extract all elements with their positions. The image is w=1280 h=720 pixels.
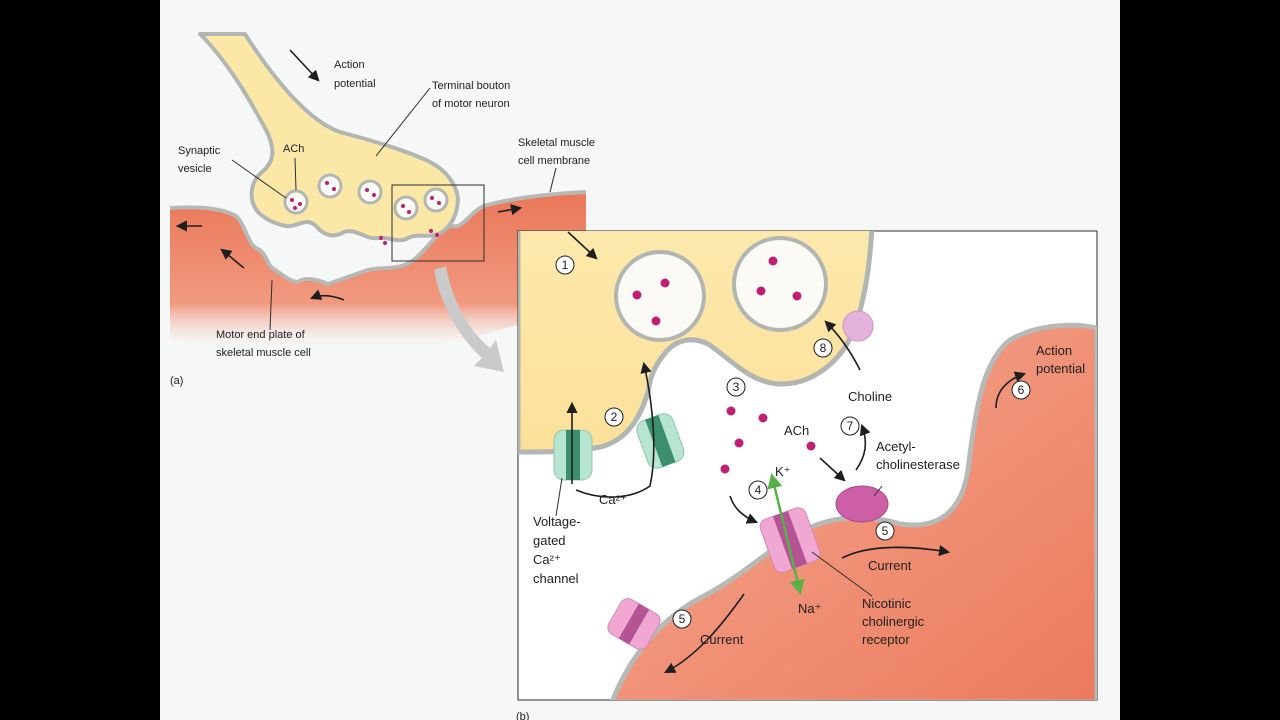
action-potential-label-a: Action (334, 59, 365, 71)
voltage-gated-channel-1 (554, 430, 592, 480)
choline-uptake-blob (843, 311, 873, 341)
membrane-label: Skeletal muscle (518, 137, 595, 149)
esterase-label-2: cholinesterase (876, 457, 960, 472)
panel-b-label: (b) (516, 711, 529, 720)
step-7: 7 (847, 419, 854, 433)
synaptic-vesicle-a-1 (319, 175, 341, 197)
current-label-left: Current (700, 632, 744, 647)
terminal-bouton-label-2: of motor neuron (432, 98, 510, 110)
channel-label-2: gated (533, 533, 566, 548)
panel-b: 1 2 3 4 5 5 6 7 8 ACh Choline A (516, 228, 1097, 720)
channel-label: Voltage- (533, 514, 581, 529)
choline-label: Choline (848, 389, 892, 404)
synaptic-vesicle-a-5 (425, 189, 447, 211)
step-5-left: 5 (679, 612, 686, 626)
receptor-label: Nicotinic (862, 596, 912, 611)
terminal-bouton-a (200, 34, 458, 240)
end-plate-label: Motor end plate of (216, 329, 306, 341)
textbook-page: Action potential Terminal bouton of moto… (160, 0, 1120, 720)
membrane-label-2: cell membrane (518, 155, 590, 167)
channel-label-4: channel (533, 571, 579, 586)
step-4: 4 (755, 483, 762, 497)
channel-label-3: Ca²⁺ (533, 552, 561, 567)
receptor-label-3: receptor (862, 632, 910, 647)
current-label-right: Current (868, 558, 912, 573)
step-1: 1 (562, 258, 569, 272)
ach-label-b: ACh (784, 423, 809, 438)
neuromuscular-junction-diagram: Action potential Terminal bouton of moto… (160, 0, 1120, 720)
synaptic-vesicle-label-2: vesicle (178, 163, 212, 175)
synaptic-vesicle-b-2 (734, 238, 826, 330)
na-ion-label: Na⁺ (798, 601, 821, 616)
action-potential-label-b-2: potential (1036, 361, 1085, 376)
step-5-right: 5 (882, 524, 889, 538)
synaptic-vesicle-label: Synaptic (178, 145, 221, 157)
ach-label-a: ACh (283, 143, 304, 155)
esterase-label: Acetyl- (876, 439, 916, 454)
step-3: 3 (733, 380, 740, 394)
synaptic-vesicle-a-4 (395, 197, 417, 219)
synaptic-vesicle-b-1 (616, 252, 704, 340)
terminal-bouton-label: Terminal bouton (432, 80, 510, 92)
step-8: 8 (820, 341, 827, 355)
receptor-label-2: cholinergic (862, 614, 925, 629)
synaptic-vesicle-a-2 (359, 181, 381, 203)
action-potential-label-b: Action (1036, 343, 1072, 358)
panel-a-label: (a) (170, 375, 183, 387)
step-2: 2 (611, 410, 618, 424)
ca-ion-label: Ca²⁺ (599, 492, 627, 507)
acetylcholinesterase-enzyme (836, 486, 888, 522)
action-potential-label-a-2: potential (334, 78, 376, 90)
end-plate-label-2: skeletal muscle cell (216, 347, 311, 359)
k-ion-label: K⁺ (775, 464, 791, 479)
step-6: 6 (1018, 383, 1025, 397)
